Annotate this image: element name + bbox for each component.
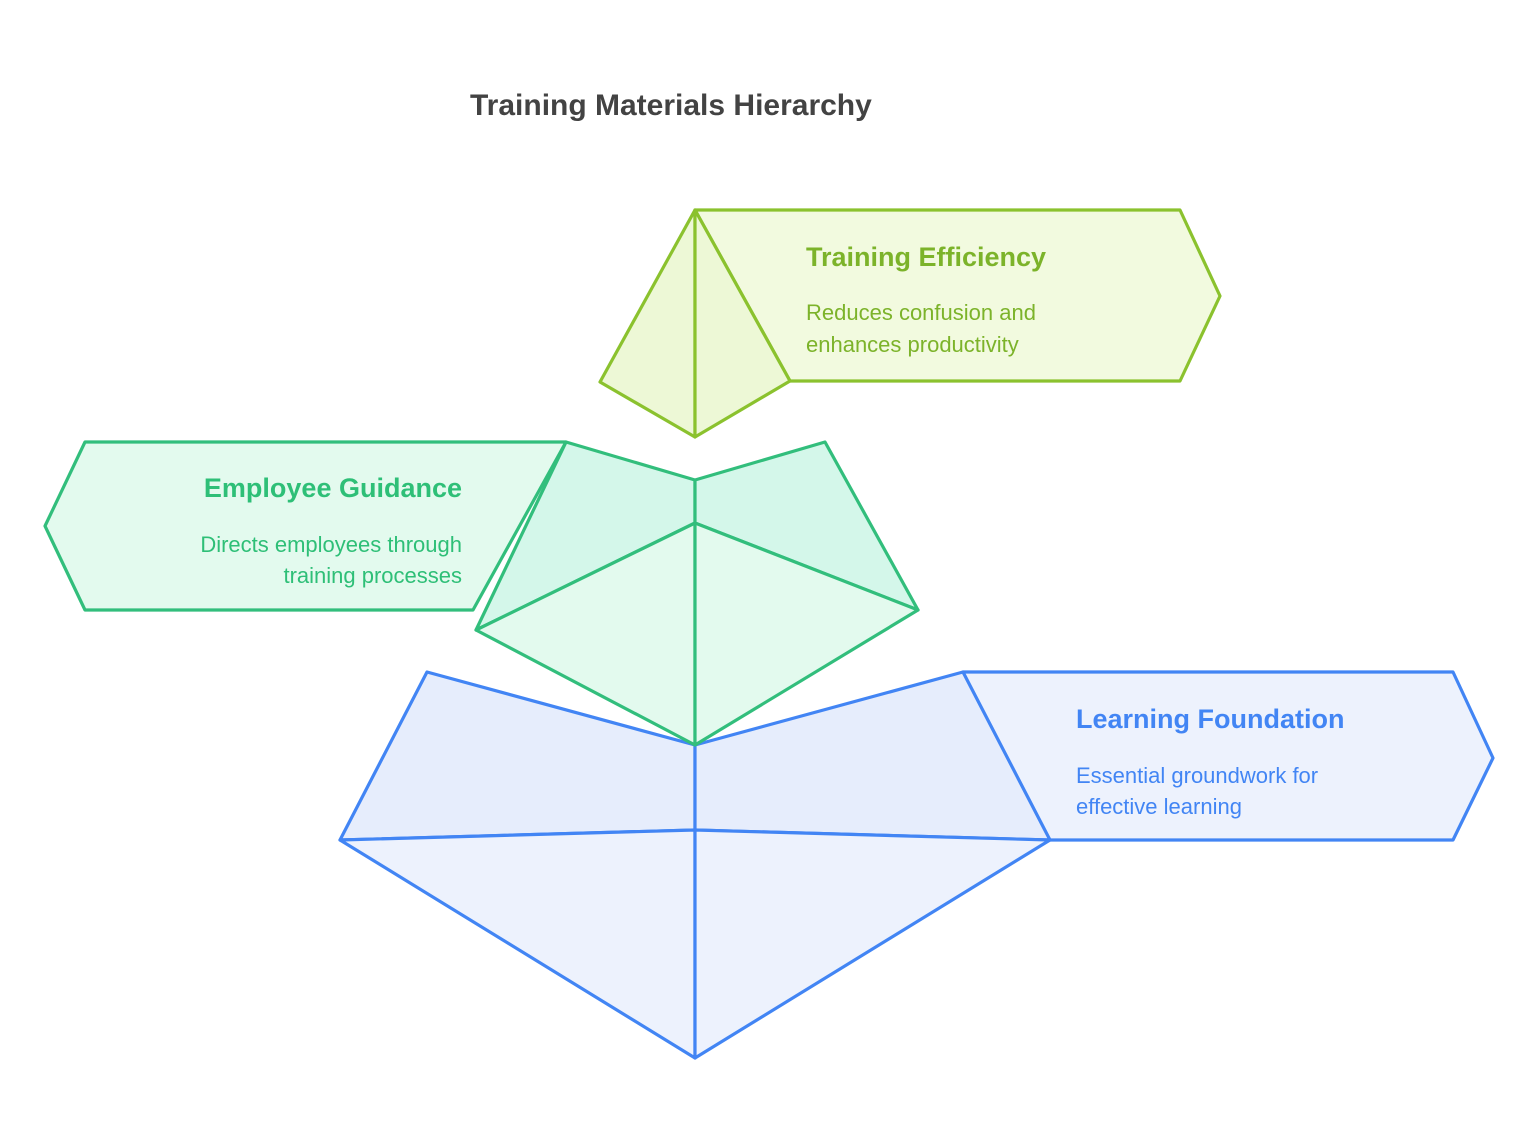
top-tier-desc-line2: enhances productivity bbox=[806, 332, 1019, 357]
callout-bar-middle bbox=[43, 440, 568, 612]
bottom-tier-title: Learning Foundation bbox=[1076, 704, 1344, 734]
pyramid-level-bottom[interactable]: Learning Foundation Essential groundwork… bbox=[338, 670, 1495, 1060]
middle-tier-desc-line2: training processes bbox=[283, 563, 462, 588]
top-tier-title: Training Efficiency bbox=[806, 242, 1046, 272]
bottom-tier-front-right-face bbox=[693, 828, 1052, 1060]
top-tier-right-face bbox=[693, 208, 792, 439]
pyramid-level-top[interactable]: Training Efficiency Reduces confusion an… bbox=[598, 208, 1222, 439]
middle-tier-title: Employee Guidance bbox=[204, 473, 462, 503]
bottom-tier-front-left-face bbox=[338, 828, 697, 1060]
page-title: Training Materials Hierarchy bbox=[470, 89, 872, 122]
top-tier-desc-line1: Reduces confusion and bbox=[806, 300, 1036, 325]
top-tier-left-face bbox=[598, 208, 697, 439]
bottom-tier-desc-line2: effective learning bbox=[1076, 794, 1242, 819]
pyramid-level-middle[interactable]: Employee Guidance Directs employees thro… bbox=[43, 440, 920, 747]
middle-tier-desc-line1: Directs employees through bbox=[200, 532, 462, 557]
bottom-tier-desc-line1: Essential groundwork for bbox=[1076, 763, 1318, 788]
middle-tier-front-right-face bbox=[693, 521, 920, 747]
